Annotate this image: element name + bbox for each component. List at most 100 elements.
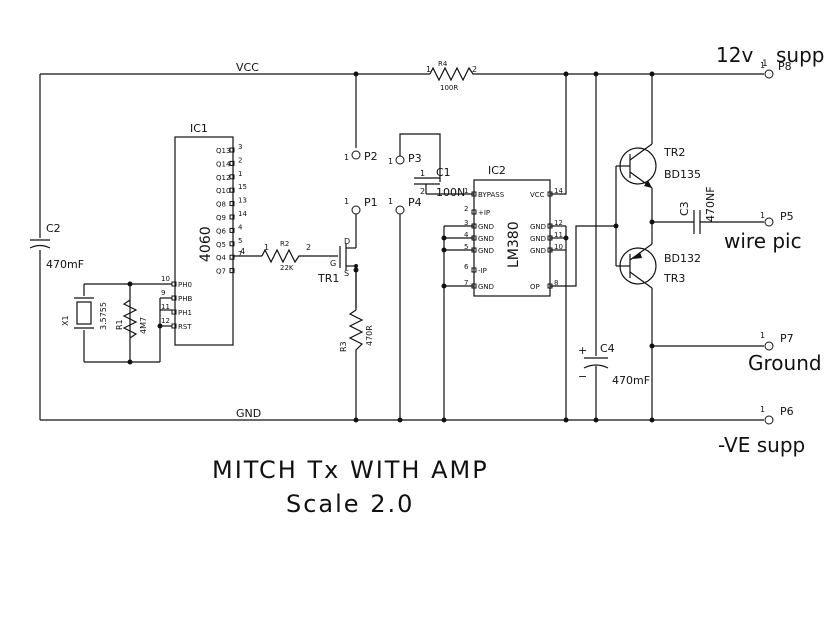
- ic1-pin-number: 3: [238, 143, 242, 151]
- connector-p2: P2 1: [344, 150, 378, 163]
- ic1-in-label: PH0: [178, 281, 192, 289]
- note-ground: Ground: [748, 351, 822, 375]
- svg-text:P1: P1: [364, 196, 378, 209]
- note-supply-positive-sub: 1: [762, 59, 768, 69]
- ic2-right-number: 11: [554, 231, 563, 239]
- ic2-left-label: BYPASS: [478, 191, 505, 199]
- ic2-vcc-wire: [550, 74, 567, 195]
- connector-p1: P1 1: [344, 196, 378, 215]
- ic2-left-pin: [471, 267, 477, 273]
- ic1-pin: [229, 160, 235, 166]
- tr2-ref: TR2: [663, 146, 685, 159]
- transistor-tr1: TR1 D G S: [317, 210, 358, 308]
- ic1-pin-label: Q5: [216, 241, 226, 249]
- ic1-in-pin: [171, 309, 177, 315]
- svg-text:1: 1: [264, 243, 269, 252]
- note-supply-positive: 12v: [716, 43, 753, 67]
- c1-value: 100N: [436, 186, 465, 199]
- svg-text:P7: P7: [780, 332, 794, 345]
- r4-value: 100R: [440, 84, 458, 92]
- capacitor-c3: C3 470NF: [652, 186, 764, 234]
- svg-text:P2: P2: [364, 150, 378, 163]
- svg-text:1: 1: [344, 197, 349, 206]
- note-supply-positive-tail: supp: [776, 43, 825, 67]
- ic2-lm380: IC2 LM380 BYPASS1+IP2GND3GND4GND5-IP6GND…: [464, 164, 563, 297]
- ic1-pin: [229, 254, 235, 260]
- ic1-pin-label: Q9: [216, 214, 226, 222]
- r3-value: 470R: [365, 325, 374, 346]
- c4-ref: C4: [600, 342, 615, 355]
- ic1-pin-number: 2: [238, 156, 242, 164]
- x1-ref: X1: [61, 315, 70, 326]
- tr2-part: BD135: [664, 168, 701, 181]
- ic1-pin-label: Q14: [216, 160, 231, 168]
- svg-text:P5: P5: [780, 210, 794, 223]
- capacitor-c2: C2 470mF: [29, 222, 84, 271]
- ic2-left-number: 4: [464, 231, 469, 239]
- ic2-left-label: -IP: [478, 267, 487, 275]
- ic1-pin: [229, 201, 235, 207]
- ic2-right-number: 8: [554, 279, 558, 287]
- svg-text:1: 1: [344, 153, 349, 162]
- ic1-pin-label: Q7: [216, 268, 226, 276]
- svg-text:2: 2: [420, 187, 425, 196]
- r2-ref: R2: [280, 240, 289, 248]
- svg-text:+: +: [578, 344, 587, 357]
- ic1-ref: IC1: [190, 122, 208, 135]
- connector-p8: P8 1: [760, 60, 792, 79]
- ic1-in-label: RST: [178, 323, 192, 331]
- capacitor-c4: C4 470mF + −: [578, 71, 650, 423]
- ic2-right-number: 12: [554, 219, 563, 227]
- svg-text:2: 2: [472, 65, 477, 74]
- ic2-left-number: 5: [464, 243, 468, 251]
- ic1-in-number: 12: [161, 317, 170, 325]
- ic2-gnd-bus: [441, 225, 569, 423]
- svg-text:1: 1: [388, 157, 393, 166]
- c3-ref: C3: [678, 201, 691, 216]
- svg-text:1: 1: [760, 405, 765, 414]
- ic2-left-label: GND: [478, 247, 494, 255]
- connector-p5: P5 1: [760, 210, 794, 227]
- x1-value: 3.5755: [99, 302, 108, 330]
- svg-text:D: D: [344, 237, 350, 246]
- ic1-part: 4060: [198, 226, 214, 262]
- svg-text:1: 1: [420, 169, 425, 178]
- ic2-left-number: 2: [464, 205, 468, 213]
- ic1-pin-number: 14: [238, 210, 247, 218]
- ic2-left-number: 3: [464, 219, 468, 227]
- c1-ref: C1: [436, 166, 451, 179]
- ic1-pin-label: Q10: [216, 187, 230, 195]
- svg-text:1: 1: [760, 211, 765, 220]
- ic1-pin: [229, 187, 235, 193]
- svg-text:P8: P8: [778, 60, 792, 73]
- vcc-label: VCC: [236, 61, 259, 74]
- svg-text:−: −: [578, 370, 587, 383]
- resistor-r3: R3 470R: [339, 266, 374, 420]
- ic1-pin-label: Q13: [216, 147, 230, 155]
- ic2-ref: IC2: [488, 164, 506, 177]
- ic1-in-label: PH1: [178, 309, 192, 317]
- ic1-pin-label: Q8: [216, 201, 226, 209]
- resistor-r2: 4 1 2 R2 22K: [233, 240, 338, 272]
- note-supply-negative: -VE supp: [718, 433, 805, 457]
- ic2-left-number: 7: [464, 279, 468, 287]
- ic1-in-number: 9: [161, 289, 165, 297]
- ic2-right-label: OP: [530, 283, 540, 291]
- svg-text:1: 1: [760, 331, 765, 340]
- capacitor-c1: C1 100N 1 2: [414, 166, 474, 199]
- ic2-right-number: 14: [554, 187, 563, 195]
- connector-p4: P4 1: [388, 196, 422, 423]
- ic1-pin: [229, 227, 235, 233]
- tr1-ref: TR1: [317, 272, 339, 285]
- c4-value: 470mF: [612, 374, 650, 387]
- ic2-right-label: VCC: [530, 191, 545, 199]
- ic1-pin-number: 4: [238, 223, 243, 231]
- transistor-tr3: BD132 TR3: [616, 243, 701, 423]
- ic2-left-number: 1: [464, 187, 468, 195]
- connector-p3: P3 1: [388, 133, 441, 182]
